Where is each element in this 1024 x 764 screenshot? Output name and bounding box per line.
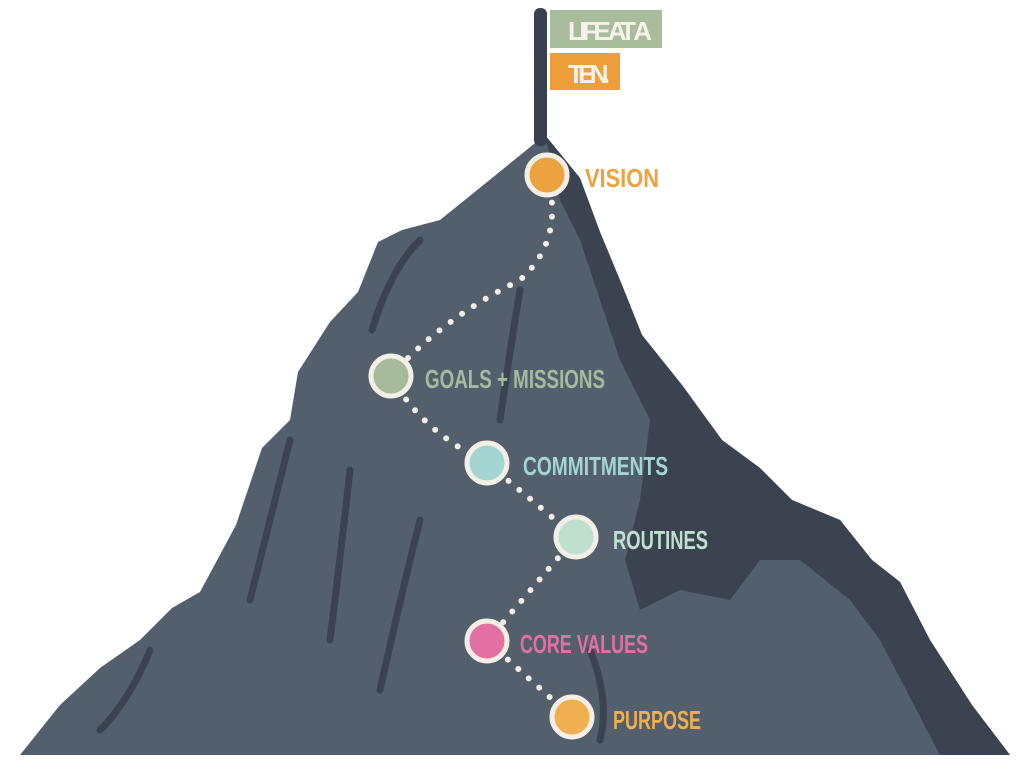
step-label: ROUTINES	[613, 525, 708, 555]
step-purpose: PURPOSE	[549, 694, 701, 740]
step-label: COMMITMENTS	[523, 451, 668, 481]
step-node-circle	[549, 694, 595, 740]
step-vision: VISION	[524, 152, 659, 198]
step-goals-missions: GOALS + MISSIONS	[368, 353, 605, 399]
flag-text-top: LIFE AT A	[568, 16, 652, 46]
step-label: GOALS + MISSIONS	[425, 364, 605, 394]
flag-banner-top	[550, 10, 662, 48]
step-routines: ROUTINES	[553, 514, 708, 560]
step-node-circle	[464, 618, 510, 664]
rock-cracks	[96, 236, 607, 744]
flag-pole	[534, 8, 547, 146]
step-label: CORE VALUES	[520, 629, 648, 659]
step-node-circle	[524, 152, 570, 198]
flag-text-bottom: TEN.	[568, 59, 610, 89]
step-node-circle	[464, 440, 510, 486]
mountain	[20, 135, 1010, 755]
step-node-circle	[553, 514, 599, 560]
step-commitments: COMMITMENTS	[464, 440, 668, 486]
step-label: VISION	[585, 163, 659, 193]
step-node-circle	[368, 353, 414, 399]
flag-banner-bottom	[550, 53, 620, 90]
mountain-shadow	[545, 135, 1010, 755]
step-core-values: CORE VALUES	[464, 618, 648, 664]
step-label: PURPOSE	[613, 705, 701, 735]
